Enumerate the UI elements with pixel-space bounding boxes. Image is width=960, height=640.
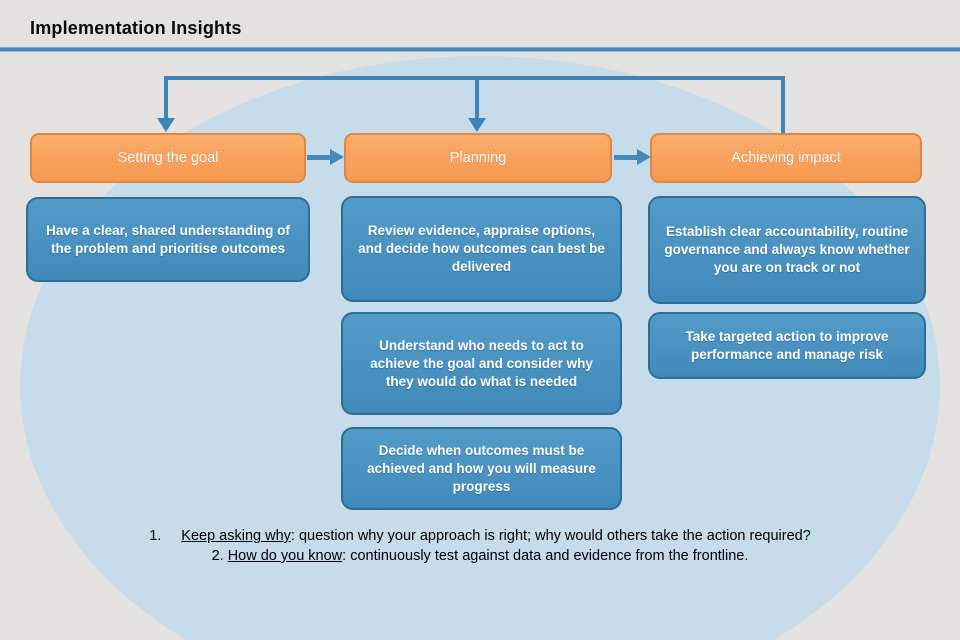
page-title: Implementation Insights <box>30 18 242 38</box>
footnote-number: 1. <box>149 528 162 544</box>
arrow-down-into-setting-the-goal-icon <box>157 118 175 132</box>
detail-text: Take targeted action to improve performa… <box>685 328 889 362</box>
stage-box-achieving-impact: Achieving impact <box>650 133 922 183</box>
stage-label: Planning <box>449 150 507 166</box>
arrow-planning-to-impact-line <box>614 155 637 160</box>
detail-box-planning-3: Decide when outcomes must be achieved an… <box>341 427 622 510</box>
footnote-term: Keep asking why <box>181 528 291 544</box>
stage-label: Achieving impact <box>731 150 841 166</box>
detail-box-setting-1: Have a clear, shared understanding of th… <box>26 197 310 282</box>
arrow-setting-to-planning-line <box>307 155 330 160</box>
stage-box-planning: Planning <box>344 133 612 183</box>
detail-box-impact-2: Take targeted action to improve performa… <box>648 312 926 379</box>
arrow-down-into-planning-icon <box>468 118 486 132</box>
detail-text: Understand who needs to act to achieve t… <box>370 337 593 389</box>
stage-box-setting-the-goal: Setting the goal <box>30 133 306 183</box>
detail-text: Have a clear, shared understanding of th… <box>46 222 290 256</box>
footnote-text: : question why your approach is right; w… <box>290 528 811 544</box>
detail-text: Decide when outcomes must be achieved an… <box>367 442 596 494</box>
detail-box-planning-2: Understand who needs to act to achieve t… <box>341 312 622 415</box>
footnotes: 1. Keep asking why: question why your app… <box>110 527 850 567</box>
title-divider <box>0 47 960 52</box>
footnote-text: : continuously test against data and evi… <box>342 548 749 564</box>
footnote-1: 1. Keep asking why: question why your app… <box>110 527 850 546</box>
detail-box-planning-1: Review evidence, appraise options, and d… <box>341 196 622 302</box>
footnote-number: 2. <box>211 548 224 564</box>
footnote-2: 2.How do you know: continuously test aga… <box>110 547 850 566</box>
arrow-planning-to-impact-icon <box>637 149 651 165</box>
feedback-loop-right-drop <box>781 76 785 134</box>
feedback-loop-top-line <box>164 76 785 80</box>
footnote-term: How do you know <box>227 548 343 564</box>
feedback-loop-middle-drop <box>475 76 479 118</box>
detail-text: Establish clear accountability, routine … <box>664 224 910 275</box>
detail-text: Review evidence, appraise options, and d… <box>358 223 605 274</box>
stage-label: Setting the goal <box>117 150 219 166</box>
feedback-loop-left-drop <box>164 76 168 118</box>
detail-box-impact-1: Establish clear accountability, routine … <box>648 196 926 304</box>
arrow-setting-to-planning-icon <box>330 149 344 165</box>
